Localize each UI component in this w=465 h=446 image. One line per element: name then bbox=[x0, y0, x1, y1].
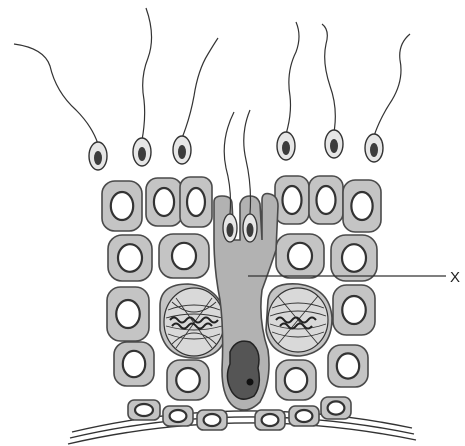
spermatogonium-icon bbox=[276, 360, 316, 400]
sperm-cell-icon bbox=[14, 44, 107, 170]
sperm-cell-icon bbox=[173, 38, 218, 164]
spermatocyte-icon bbox=[107, 287, 149, 341]
spermatogonium-icon bbox=[128, 400, 160, 420]
sperm-cell-icon bbox=[322, 24, 343, 158]
dividing-cell-right bbox=[266, 284, 332, 356]
spermatocyte-icon bbox=[333, 285, 375, 335]
spermatid-icon bbox=[180, 177, 212, 227]
sperm-cell-icon bbox=[365, 34, 410, 162]
sertoli-nucleus bbox=[227, 341, 259, 399]
spermatogonium-icon bbox=[114, 342, 154, 386]
spermatogonium-icon bbox=[167, 360, 209, 400]
spermatocyte-icon bbox=[108, 235, 152, 281]
spermatogonium-icon bbox=[289, 406, 319, 426]
sperm-cell-icon bbox=[133, 8, 152, 166]
spermatid-icon bbox=[343, 180, 381, 232]
spermatocyte-icon bbox=[159, 234, 209, 278]
spermatid-icon bbox=[146, 178, 182, 226]
sperm-cells bbox=[14, 8, 410, 170]
spermatogonium-icon bbox=[321, 397, 351, 419]
spermatogonium-icon bbox=[255, 410, 285, 430]
basement-membrane bbox=[68, 411, 416, 444]
spermatogonium-icon bbox=[163, 406, 193, 426]
pointer-label: X bbox=[450, 269, 460, 286]
spermatid-icon bbox=[102, 181, 142, 231]
sperm-cell-icon bbox=[277, 22, 299, 160]
spermatid-icon bbox=[275, 176, 309, 224]
spermatogonium-icon bbox=[197, 410, 227, 430]
dividing-cell-left bbox=[160, 284, 226, 358]
spermatogonium-icon bbox=[328, 345, 368, 387]
spermatid-icon bbox=[309, 176, 343, 224]
sertoli-cell bbox=[214, 110, 278, 410]
spermatocyte-icon bbox=[276, 234, 324, 278]
spermatocyte-icon bbox=[331, 235, 377, 281]
